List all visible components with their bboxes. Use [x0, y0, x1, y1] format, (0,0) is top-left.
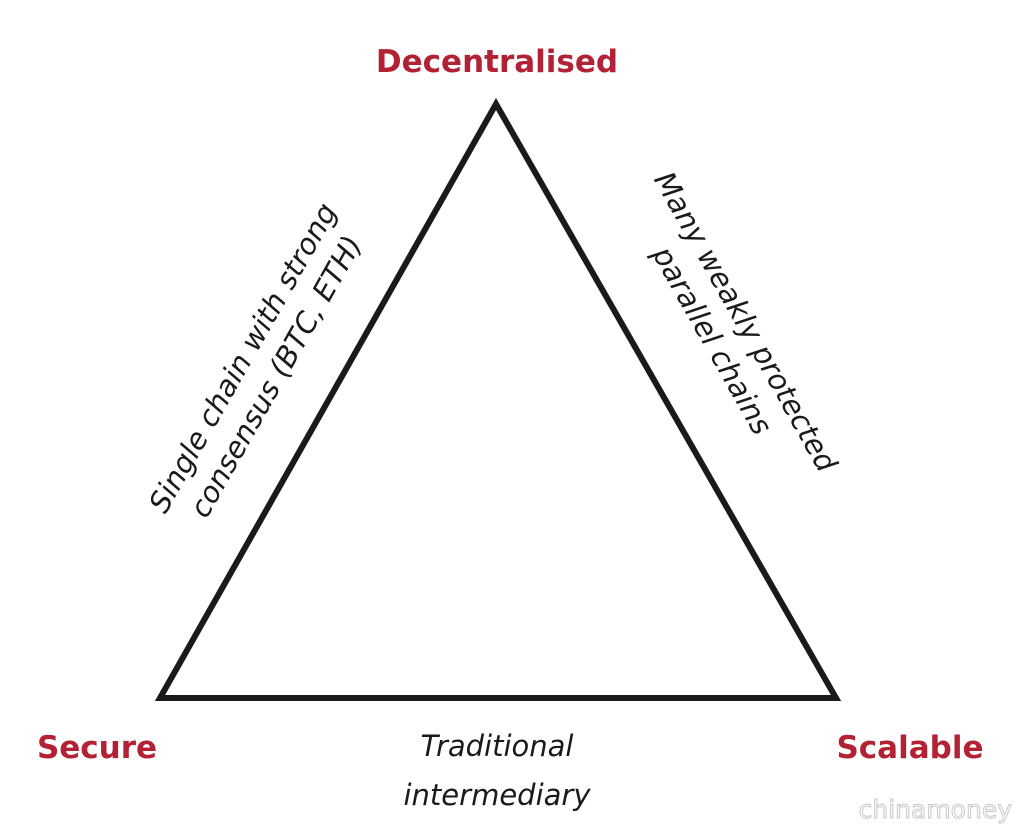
- edge-label-bottom-line-1: Traditional: [420, 729, 573, 763]
- vertex-label-secure: Secure: [37, 730, 157, 766]
- vertex-label-scalable: Scalable: [836, 730, 983, 766]
- edge-label-bottom: Traditional intermediary: [404, 729, 592, 812]
- watermark-text: chinamoney: [859, 795, 1013, 824]
- edge-label-bottom-line-2: intermediary: [404, 778, 592, 812]
- vertex-label-decentralised: Decentralised: [376, 44, 618, 80]
- edge-label-right: Many weakly protected parallel chains: [645, 166, 844, 478]
- edge-label-left: Single chain with strong consensus (BTC,…: [142, 197, 369, 523]
- trilemma-triangle: [154, 97, 842, 701]
- edge-label-left-line-1: Single chain with strong: [142, 197, 344, 518]
